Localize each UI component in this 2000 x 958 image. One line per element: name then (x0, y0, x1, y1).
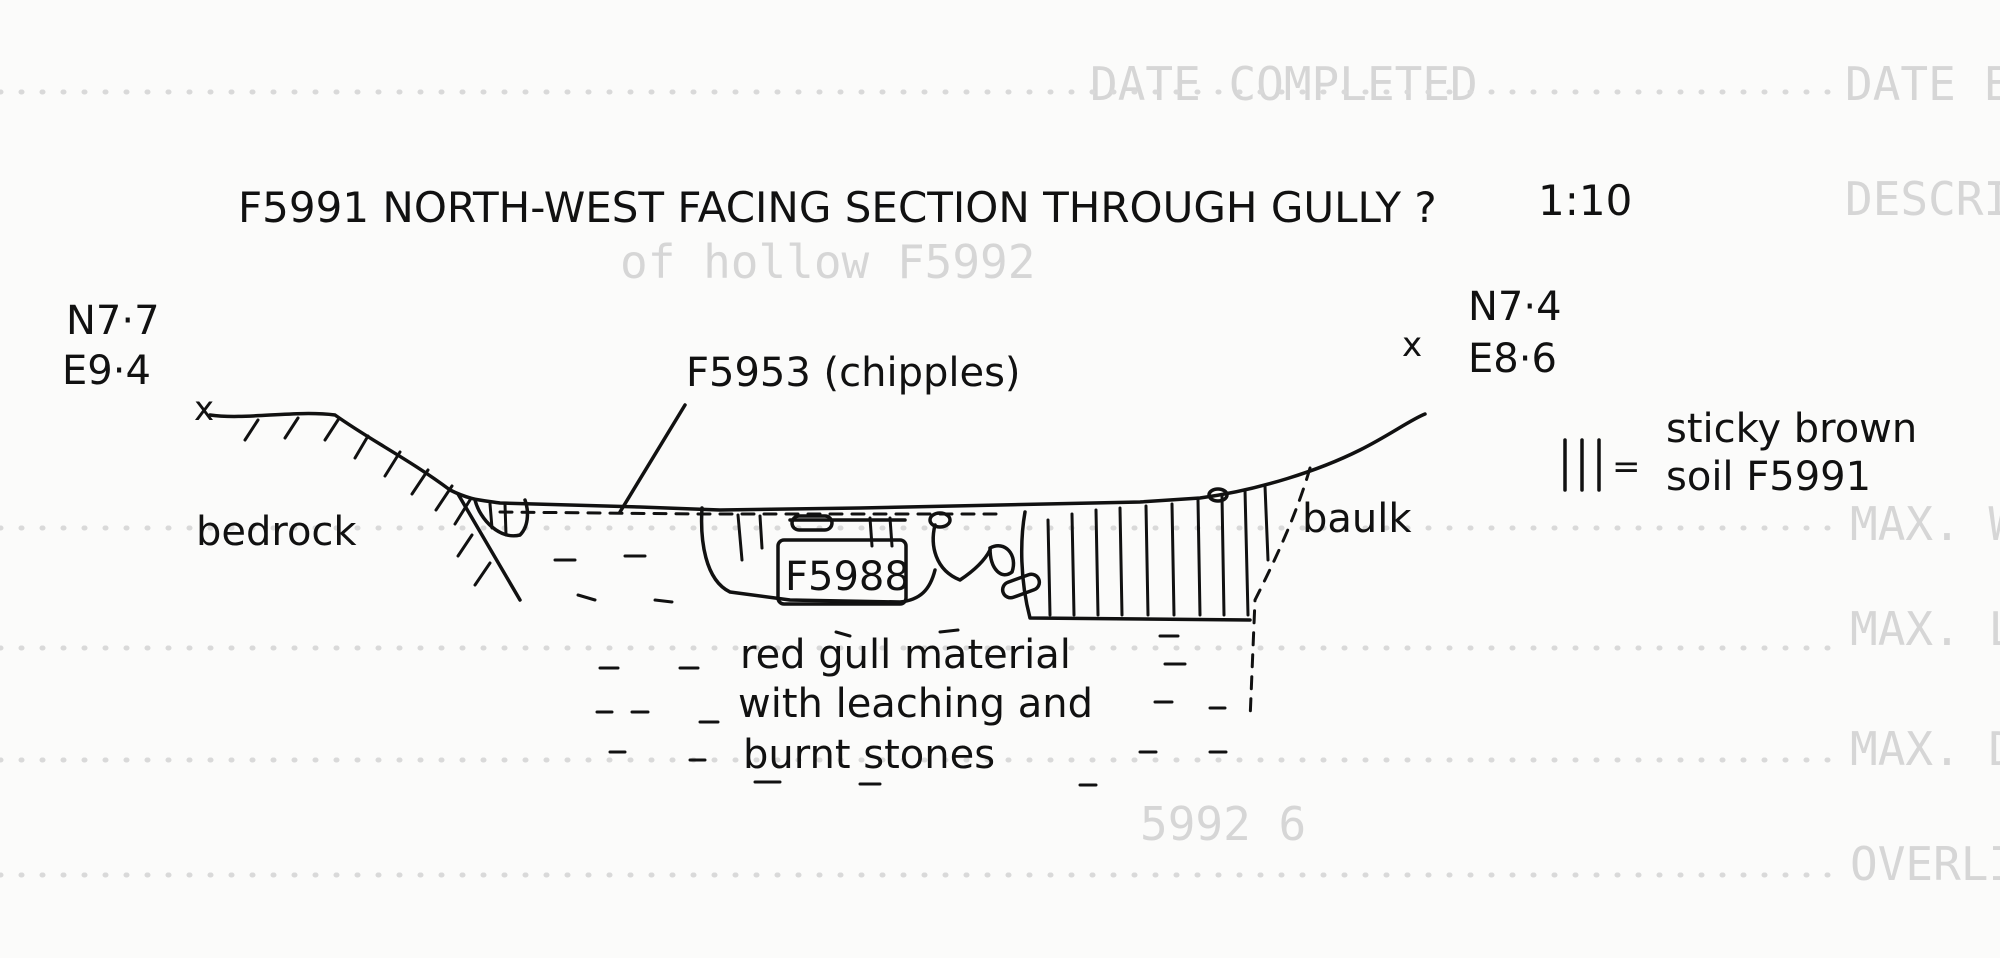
ground-surface-line (208, 411, 1427, 512)
gull-material-line-3: burnt stones (743, 732, 995, 778)
form-background: DATE EXPOSED DATE COMPLETED DESCRIPTION … (0, 57, 2000, 891)
legend-line-1: sticky brown (1666, 406, 1917, 452)
gull-material-dashes (553, 554, 1228, 787)
gull-material-line-2: with leaching and (738, 681, 1093, 727)
drawing-scale: 1:10 (1538, 176, 1632, 225)
stone (988, 544, 1016, 577)
form-date-completed: DATE COMPLETED (1090, 57, 1478, 111)
bedrock-hatching (243, 416, 522, 602)
form-row-max-width: MAX. WIDTH AND DIRECTION (1850, 497, 2000, 551)
left-point-north: N7·7 (66, 298, 160, 344)
right-point-north: N7·4 (1468, 284, 1562, 330)
f5988-box (776, 538, 908, 606)
drawing-title: F5991 NORTH-WEST FACING SECTION THROUGH … (238, 183, 1437, 232)
left-point-marker: x (194, 389, 214, 429)
bedrock-label: bedrock (196, 509, 357, 555)
gull-material-line-1: red gull material (740, 632, 1071, 678)
stone (1207, 487, 1229, 503)
stone (931, 523, 992, 582)
chipples-label: F5953 (chipples) (686, 350, 1021, 396)
baulk-label: baulk (1302, 496, 1412, 542)
baulk-dashed-edge (1248, 466, 1312, 722)
left-point-east: E9·4 (62, 348, 151, 394)
left-soil-pocket (473, 498, 530, 538)
dashed-interface (498, 510, 1002, 516)
form-numbers: 5992 6 (1140, 797, 1306, 851)
stone (790, 514, 834, 532)
legend-equals: = (1612, 447, 1641, 487)
form-row-max-length: MAX. LENGTH AND DIRECTION (1850, 602, 2000, 656)
gully-fill-hatched (699, 484, 1270, 622)
right-point-marker: x (1402, 325, 1422, 365)
legend: = sticky brown soil F5991 (1563, 406, 1917, 500)
form-description-note: of hollow F5992 (620, 235, 1035, 289)
form-row-max-depth: MAX. DEPTH BELOW SURFACE (1850, 722, 2000, 776)
stone (928, 511, 952, 529)
form-row-date-exposed: DATE EXPOSED (1845, 57, 2000, 111)
f5988-label: F5988 (785, 554, 910, 600)
right-point-east: E8·6 (1468, 336, 1557, 382)
chipples-leader-line (618, 403, 687, 514)
legend-line-2: soil F5991 (1666, 454, 1871, 500)
form-row-description: DESCRIPTION (1845, 172, 2000, 226)
form-row-overlies: OVERLIES (1850, 837, 2000, 891)
